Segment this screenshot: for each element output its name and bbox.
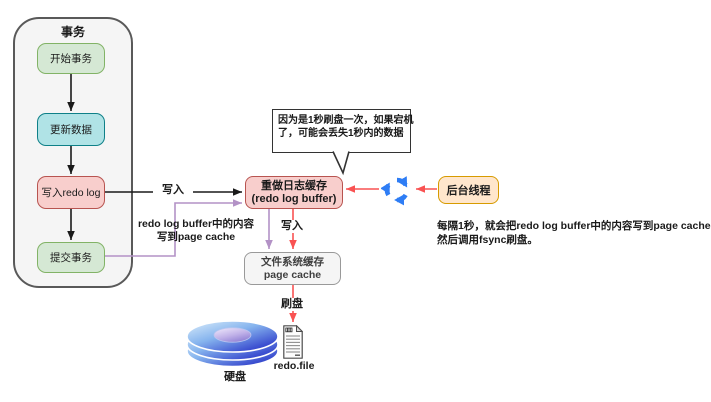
edge-label-write-down: 写入 [272,220,312,233]
node-page-cache: 文件系统缓存 page cache [244,252,341,285]
node-write-redo-log: 写入redo log [37,176,105,209]
redo-file-label: redo.file [273,360,315,372]
commit-path-line2: 写到page cache [156,230,236,243]
node-begin-transaction: 开始事务 [37,43,105,74]
disk-stack-icon [186,320,279,368]
redo-log-buffer-label-cn: 重做日志缓存 [261,179,327,192]
thread-note-line1: 每隔1秒，就会把redo log buffer中的内容写到page cache， [437,220,711,232]
redo-log-buffer-label-en: (redo log buffer) [251,192,337,205]
edge-label-write: 写入 [153,184,193,197]
node-commit-transaction: 提交事务 [37,242,105,273]
callout-note: 因为是1秒刷盘一次，如果宕机 了，可能会丢失1秒内的数据 [272,109,414,153]
transaction-group-title: 事务 [60,25,85,39]
page-cache-label-en: page cache [263,268,322,281]
document-icon [283,325,303,359]
edge-label-flush: 刷盘 [270,298,314,311]
node-background-thread: 后台线程 [438,176,499,204]
page-cache-label-cn: 文件系统缓存 [261,255,324,268]
thread-note: 每隔1秒，就会把redo log buffer中的内容写到page cache，… [437,219,711,247]
commit-path-line1: redo log buffer中的内容 [137,218,255,230]
disk-label: 硬盘 [224,371,246,383]
thread-note-line2: 然后调用fsync刷盘。 [437,234,538,246]
node-update-data: 更新数据 [37,113,105,146]
callout-pointer [332,151,350,176]
node-redo-log-buffer: 重做日志缓存 (redo log buffer) [245,176,343,209]
sync-refresh-icon [381,174,413,206]
callout-line1: 因为是1秒刷盘一次，如果宕机 [278,115,414,126]
callout-line2: 了，可能会丢失1秒内的数据 [278,128,404,139]
edge-label-commit-path: redo log buffer中的内容 写到page cache [130,218,262,243]
